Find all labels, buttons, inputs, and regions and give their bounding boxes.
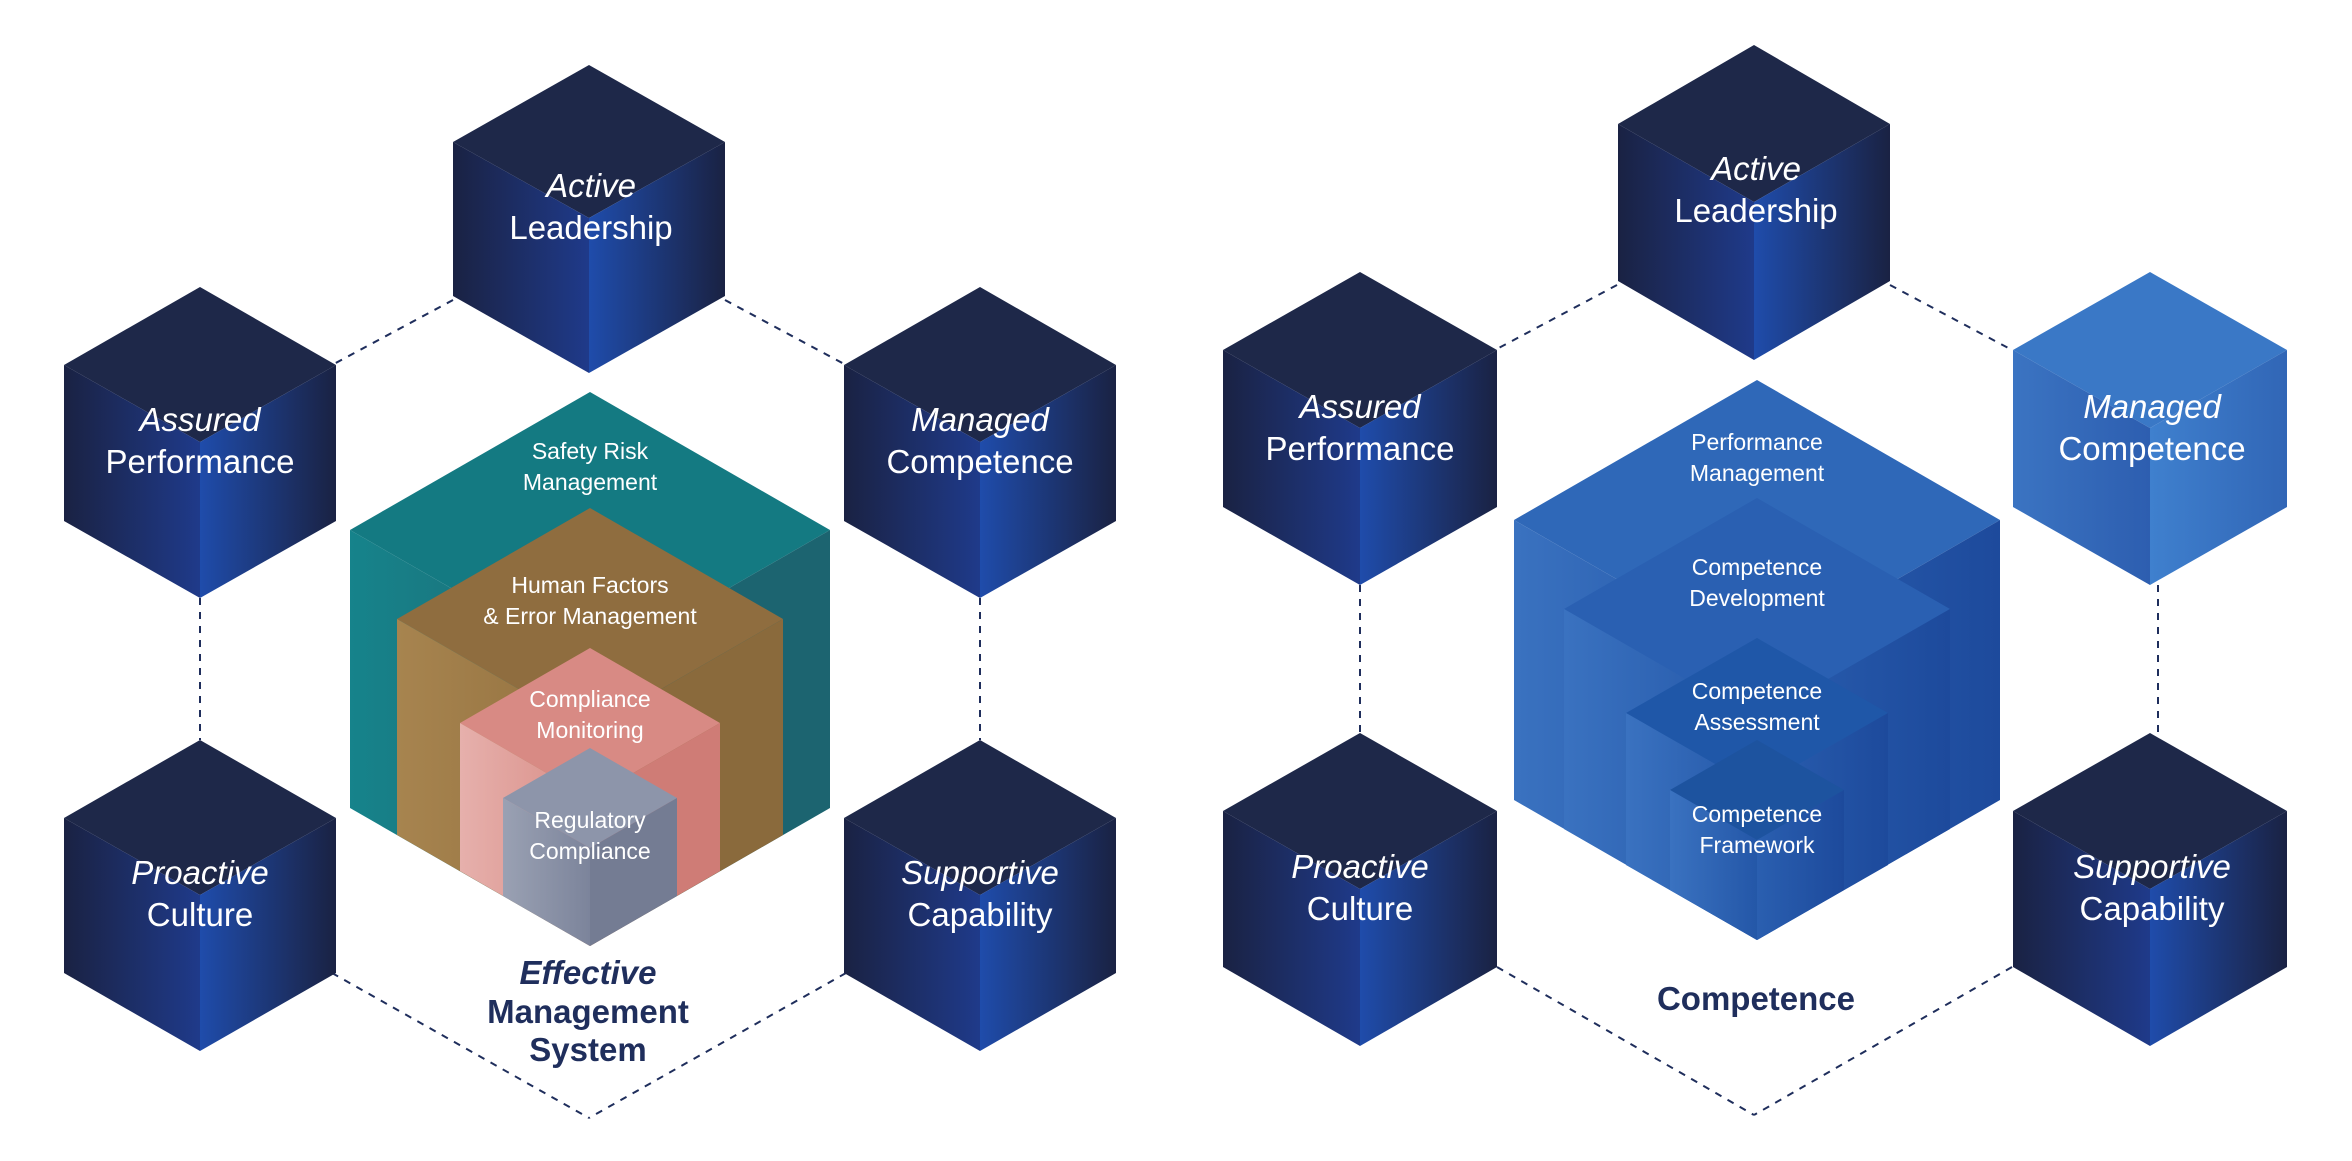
cube-label-line2: Performance: [1266, 430, 1455, 467]
cube-label-line2: Performance: [106, 443, 295, 480]
layer-label-line2: Monitoring: [536, 717, 643, 743]
layer-label-line1: Performance: [1691, 429, 1823, 455]
right-cube-supportive-capability: Supportive Capability: [2013, 733, 2287, 1046]
left-cube-active-leadership: Active Leadership: [453, 65, 725, 373]
cube-label-line1: Managed: [2083, 388, 2222, 425]
left-caption: Effective Management System: [487, 954, 689, 1068]
layer-label-line2: Development: [1689, 585, 1825, 611]
cube-label-line2: Culture: [1307, 890, 1413, 927]
cube-label-line2: Competence: [886, 443, 1073, 480]
right-connector-lines: [1359, 284, 2159, 1116]
cube-label-line2: Capability: [2080, 890, 2225, 927]
layer-label-line1: Human Factors: [511, 572, 668, 598]
left-cube-supportive-capability: Supportive Capability: [844, 740, 1116, 1051]
caption-line1: Competence: [1657, 980, 1855, 1017]
layer-label-line2: Management: [1690, 460, 1825, 486]
layer-label-line1: Regulatory: [534, 807, 646, 833]
cube-label-line1: Proactive: [131, 854, 269, 891]
left-connector-lines: [199, 299, 981, 1119]
layer-regulatory-compliance: Regulatory Compliance: [503, 748, 677, 946]
cube-label-line2: Culture: [147, 896, 253, 933]
layer-label-line1: Competence: [1692, 554, 1822, 580]
right-cube-managed-competence: Managed Competence: [2013, 272, 2287, 585]
cube-label-line1: Assured: [137, 401, 262, 438]
cube-label-line2: Leadership: [1674, 192, 1837, 229]
layer-label-line1: Competence: [1692, 678, 1822, 704]
cube-label-line1: Proactive: [1291, 848, 1429, 885]
left-nested-cube: Safety Risk Management Human Factors & E…: [350, 392, 830, 946]
left-cube-managed-competence: Managed Competence: [844, 287, 1116, 598]
caption-line3: System: [529, 1031, 646, 1068]
cube-label-line1: Assured: [1297, 388, 1422, 425]
cube-label-line2: Leadership: [509, 209, 672, 246]
layer-label-line2: Framework: [1699, 832, 1815, 858]
cube-label-line1: Supportive: [901, 854, 1059, 891]
caption-line1: Effective: [520, 954, 657, 991]
layer-label-line2: Compliance: [529, 838, 650, 864]
cube-label-line1: Supportive: [2073, 848, 2231, 885]
layer-competence-framework: Competence Framework: [1670, 740, 1844, 940]
caption-line2: Management: [487, 993, 689, 1030]
cube-label-line2: Competence: [2058, 430, 2245, 467]
right-cube-proactive-culture: Proactive Culture: [1223, 733, 1497, 1046]
left-cube-proactive-culture: Proactive Culture: [64, 740, 336, 1051]
layer-label-line1: Compliance: [529, 686, 650, 712]
cube-label-line1: Active: [544, 167, 636, 204]
cube-label-line2: Capability: [908, 896, 1053, 933]
right-nested-cube: Performance Management Competence Develo…: [1514, 380, 2000, 940]
layer-label-line2: & Error Management: [483, 603, 697, 629]
left-diagram: Active Leadership Assured Performance Ma…: [64, 65, 1116, 1119]
cube-label-line1: Active: [1709, 150, 1801, 187]
right-diagram: Active Leadership Assured Performance Ma…: [1223, 45, 2287, 1116]
layer-label-line1: Competence: [1692, 801, 1822, 827]
right-cube-active-leadership: Active Leadership: [1618, 45, 1890, 360]
layer-label-line2: Assessment: [1694, 709, 1820, 735]
right-caption: Competence: [1657, 980, 1855, 1017]
layer-label-line1: Safety Risk: [532, 438, 649, 464]
left-cube-assured-performance: Assured Performance: [64, 287, 336, 598]
layer-label-line2: Management: [523, 469, 658, 495]
right-cube-assured-performance: Assured Performance: [1223, 272, 1497, 585]
cube-label-line1: Managed: [911, 401, 1050, 438]
